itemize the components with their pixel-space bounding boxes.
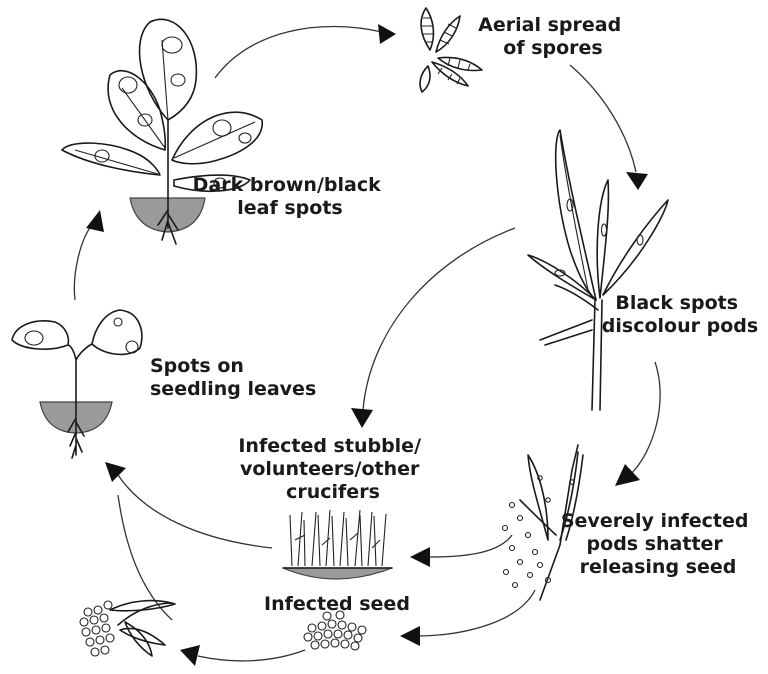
label-shatter-line-2: pods shatter [587, 533, 724, 555]
arrow-seed-to-seedlot-head [180, 645, 200, 666]
arrow-stubble-to-seedling [117, 474, 273, 549]
label-black-spots-pods-line-2: discolour pods [602, 315, 758, 337]
arrow-shatter-to-seed-head [400, 626, 420, 646]
infected-seed-illustration [303, 610, 367, 651]
arrow-seedling-to-plant-head [86, 210, 104, 232]
label-infected-seed: Infected seed [264, 593, 410, 615]
infected-plant-illustration [61, 18, 263, 245]
label-black-spots-pods: Black spots discolour pods [602, 292, 758, 337]
cycle-arrows [73, 24, 661, 666]
arrow-seedling-to-plant [73, 224, 93, 301]
label-aerial-spread-line-1: Aerial spread [478, 14, 621, 36]
label-leaf-spots-line-2: leaf spots [237, 197, 342, 219]
label-leaf-spots: Dark brown/black leaf spots [193, 174, 388, 219]
label-seedling-spots-line-1: Spots on [150, 355, 244, 377]
arrow-shatter-to-stubble [429, 534, 513, 558]
arrow-shatter-to-seed [419, 589, 536, 637]
label-seedling-spots: Spots on seedling leaves [150, 355, 316, 400]
label-infected-stubble-line-1: Infected stubble/ [238, 435, 421, 457]
label-infected-stubble-line-2: volunteers/other [240, 458, 420, 480]
spores-illustration [419, 7, 483, 93]
arrow-spores-to-pods [569, 64, 637, 173]
arrow-plant-to-spores-head [378, 24, 396, 44]
arrow-spores-to-pods-head [626, 172, 648, 190]
infected-pods-illustration [527, 129, 669, 411]
label-shatter-line-3: releasing seed [580, 556, 737, 578]
arrow-seed-to-seedlot [197, 649, 306, 662]
arrow-pods-to-stubble [362, 227, 516, 411]
label-infected-seed-line-1: Infected seed [264, 593, 410, 615]
arrow-pods-to-stubble-head [351, 408, 373, 428]
arrow-plant-to-spores [214, 25, 383, 79]
label-seedling-spots-line-2: seedling leaves [150, 378, 316, 400]
arrow-shatter-to-stubble-head [410, 547, 430, 567]
arrow-seed-to-seedling [117, 494, 173, 621]
label-aerial-spread: Aerial spread of spores [478, 14, 628, 59]
label-black-spots-pods-line-1: Black spots [615, 292, 738, 314]
label-aerial-spread-line-2: of spores [503, 37, 602, 59]
label-infected-stubble: Infected stubble/ volunteers/other cruci… [238, 435, 427, 503]
label-leaf-spots-line-1: Dark brown/black [193, 174, 381, 196]
label-infected-stubble-line-3: crucifers [286, 481, 380, 503]
seedling-illustration [11, 309, 143, 459]
label-shatter: Severely infected pods shatter releasing… [561, 510, 755, 578]
seed-lot-illustration [79, 599, 176, 657]
arrow-pods-to-shatter [629, 361, 661, 476]
shattering-pods-illustration [501, 444, 584, 601]
label-shatter-line-1: Severely infected [561, 510, 749, 532]
arrow-stubble-to-seedling-head [105, 462, 126, 482]
arrow-pods-to-shatter-head [615, 464, 640, 486]
stubble-illustration [282, 509, 393, 580]
